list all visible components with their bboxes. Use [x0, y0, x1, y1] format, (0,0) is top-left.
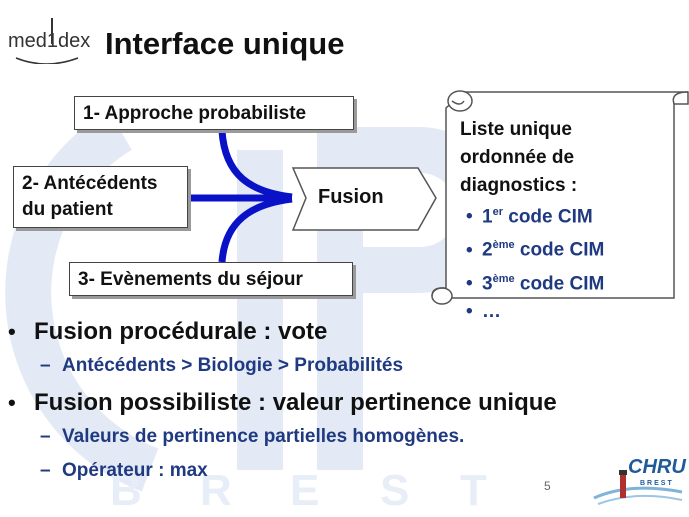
svg-text:B: B [110, 466, 142, 515]
svg-text:R: R [200, 466, 232, 515]
fusion-shape [291, 167, 437, 231]
box1-label: 1- Approche probabiliste [83, 103, 307, 124]
bullet-item: •Fusion procédurale : vote [8, 318, 328, 345]
fusion-label: Fusion [318, 186, 384, 208]
chru-name: CHRU [628, 456, 686, 478]
list-item: •3ème code CIM [466, 272, 605, 294]
box-approche-probabiliste: 1- Approche probabiliste [74, 96, 354, 130]
sub-bullet-item: –Valeurs de pertinence partielles homogè… [40, 426, 465, 447]
box2-line1: 2- Antécédents [22, 173, 158, 194]
list-line1: Liste unique [460, 119, 572, 140]
page-number: 5 [544, 479, 551, 493]
svg-text:S: S [380, 466, 409, 515]
box3-label: 3- Evènements du séjour [78, 269, 303, 290]
bullet-item: •Fusion possibiliste : valeur pertinence… [8, 389, 557, 416]
chru-city: BREST [640, 480, 674, 487]
box2-line2: du patient [22, 199, 113, 220]
sub-bullet-item: –Antécédents > Biologie > Probabilités [40, 355, 404, 376]
logo-text: med1dex [8, 30, 91, 52]
list-line2: ordonnée de [460, 147, 575, 168]
medidex-logo: med1dex [6, 14, 91, 64]
list-item: •… [466, 300, 501, 322]
scroll-heading: Liste unique ordonnée de diagnostics : [460, 116, 577, 200]
bullet-list: •Fusion procédurale : vote –Antécédents … [8, 318, 557, 494]
box-antecedents: 2- Antécédents du patient [13, 166, 188, 228]
arrow-curve-top [218, 130, 293, 201]
chru-logo: CHRU BREST [590, 452, 686, 512]
arrow-curve-bottom [218, 195, 293, 263]
list-item: •1er code CIM [466, 206, 593, 228]
svg-text:T: T [460, 466, 487, 515]
scroll-list: •1er code CIM •2ème code CIM •3ème code … [466, 198, 604, 326]
slide-title: Interface unique [105, 26, 345, 61]
list-line3: diagnostics : [460, 175, 578, 196]
svg-text:E: E [290, 466, 319, 515]
watermark-letters: B R E S T [110, 466, 487, 515]
scroll-shape [431, 90, 689, 305]
sub-bullet-item: –Opérateur : max [40, 460, 208, 481]
list-item: •2ème code CIM [466, 239, 605, 261]
box-evenements: 3- Evènements du séjour [69, 262, 353, 296]
